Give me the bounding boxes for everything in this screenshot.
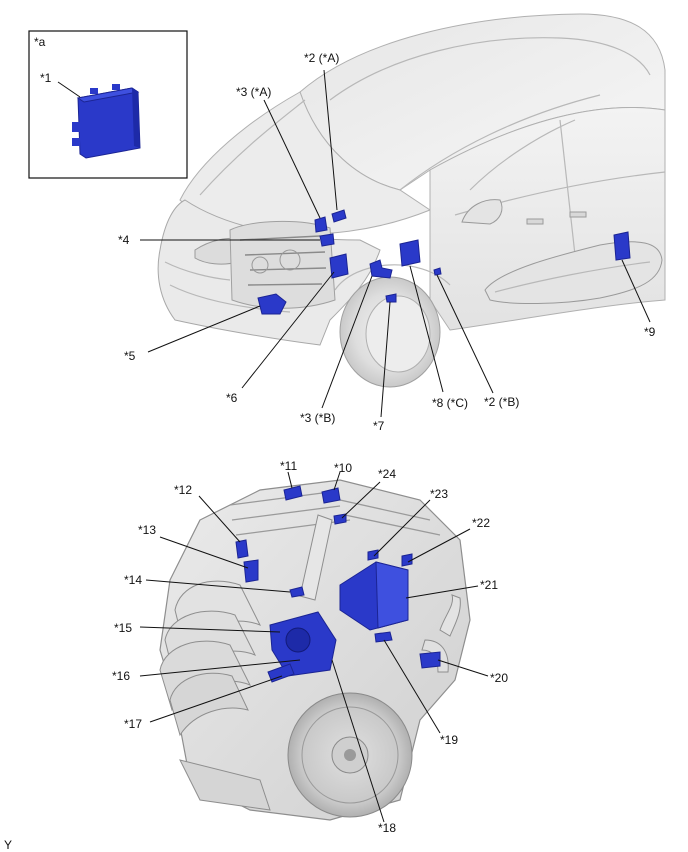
- label-7: *7: [373, 419, 385, 433]
- label-14: *14: [124, 573, 142, 587]
- leader-lines: [57, 69, 651, 823]
- vehicle-illustration: [157, 13, 666, 388]
- label-16: *16: [112, 669, 130, 683]
- label-11: *11: [280, 459, 297, 473]
- label-9: *9: [644, 325, 656, 339]
- inset-title: *a: [34, 35, 46, 49]
- label-5: *5: [124, 349, 136, 363]
- label-6: *6: [226, 391, 238, 405]
- label-13: *13: [138, 523, 156, 537]
- label-23: *23: [430, 487, 448, 501]
- label-15: *15: [114, 621, 132, 635]
- label-10: *10: [334, 461, 352, 475]
- label-2a: *2 (*A): [304, 51, 339, 65]
- vehicle-components: [257, 209, 631, 315]
- label-12: *12: [174, 483, 192, 497]
- label-21: *21: [480, 578, 498, 592]
- label-4: *4: [118, 233, 130, 247]
- ecu-module-illustration: [72, 84, 141, 159]
- callout-labels: *1 *2 (*A) *3 (*A) *4 *5 *6 *3 (*B) *7 *…: [4, 51, 656, 852]
- label-17: *17: [124, 717, 142, 731]
- label-18: *18: [378, 821, 396, 835]
- label-1: *1: [40, 71, 52, 85]
- label-2b: *2 (*B): [484, 395, 519, 409]
- label-8c: *8 (*C): [432, 396, 468, 410]
- figure-code: Y: [4, 838, 12, 852]
- engine-components: [235, 485, 441, 683]
- label-19: *19: [440, 733, 458, 747]
- label-3a: *3 (*A): [236, 85, 271, 99]
- label-20: *20: [490, 671, 508, 685]
- label-3b: *3 (*B): [300, 411, 335, 425]
- label-22: *22: [472, 516, 490, 530]
- inset-panel: *a: [28, 30, 188, 179]
- label-24: *24: [378, 467, 396, 481]
